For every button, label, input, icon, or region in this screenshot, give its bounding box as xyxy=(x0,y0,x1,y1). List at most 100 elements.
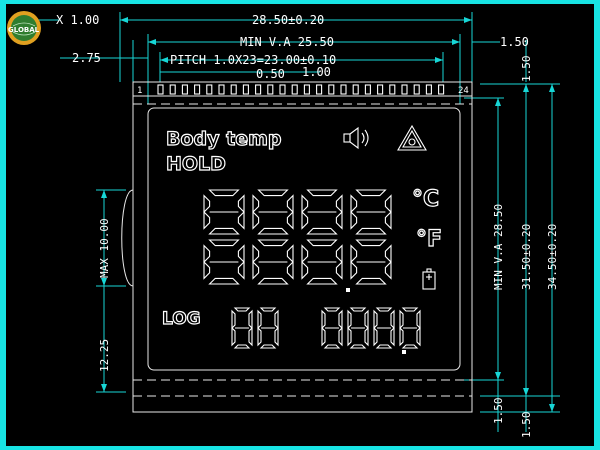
digit-segment xyxy=(355,227,387,235)
digit-segment xyxy=(301,260,309,280)
pin xyxy=(316,84,323,95)
digit-segment xyxy=(306,239,338,247)
dim-left-lower: 12.25 xyxy=(98,339,111,372)
dim-right-view-area: MIN V.A 28.50 xyxy=(492,204,505,290)
pin xyxy=(438,84,445,95)
digit-segment xyxy=(338,309,343,330)
digit-segment xyxy=(208,189,240,197)
digit-segment xyxy=(257,277,289,285)
digit-segment xyxy=(231,326,236,347)
digit-segment xyxy=(203,260,211,280)
digit-segment xyxy=(203,194,211,214)
digit-segment xyxy=(338,326,343,347)
pin xyxy=(267,84,274,95)
pin xyxy=(279,84,286,95)
pin xyxy=(352,84,359,95)
digit-segment xyxy=(259,307,277,312)
digit-segment xyxy=(384,210,392,230)
dim-top-left: X 1.00 xyxy=(56,13,99,27)
digit-segment xyxy=(233,307,251,312)
pin xyxy=(377,84,384,95)
digit-segment xyxy=(399,326,404,347)
pin xyxy=(291,84,298,95)
digit-segment xyxy=(286,210,294,230)
lcd-segments: Body temp HOLD LOG °C °F xyxy=(161,124,443,354)
drawing-canvas: X 1.00 28.50±0.20 MIN V.A 25.50 PITCH 1.… xyxy=(7,11,560,438)
log-label: LOG xyxy=(162,309,201,329)
dim-pin-spacing: 1.00 xyxy=(302,65,331,79)
digit-segment xyxy=(306,227,338,235)
pin xyxy=(218,84,225,95)
digit-segment xyxy=(355,277,387,285)
digit-segment xyxy=(350,194,358,214)
dimension-texts: X 1.00 28.50±0.20 MIN V.A 25.50 PITCH 1.… xyxy=(56,13,559,438)
digit-segment xyxy=(373,326,378,347)
seven-segment-digits xyxy=(203,189,421,354)
dim-pin-width: 0.50 xyxy=(256,67,285,81)
digit-segment xyxy=(208,277,240,285)
dimension-lines xyxy=(18,12,560,432)
digit-segment xyxy=(399,309,404,330)
speaker-icon xyxy=(343,126,369,150)
digit-segment xyxy=(401,344,419,349)
digit-segment xyxy=(248,326,253,347)
digit-segment xyxy=(252,194,260,214)
digit-segment xyxy=(335,260,343,280)
digit-segment xyxy=(364,309,369,330)
digit-segment xyxy=(390,309,395,330)
digit-segment xyxy=(257,227,289,235)
lcd-technical-drawing: X 1.00 28.50±0.20 MIN V.A 25.50 PITCH 1.… xyxy=(6,4,594,446)
digit-segment xyxy=(286,194,294,214)
pin xyxy=(255,84,262,95)
dim-bottom-a: 1.50 xyxy=(492,398,505,425)
digit-segment xyxy=(323,344,341,349)
dim-overall-width: 28.50±0.20 xyxy=(252,13,324,27)
dim-view-area-width: MIN V.A 25.50 xyxy=(240,35,334,49)
digit-segment xyxy=(257,239,289,247)
decimal-point xyxy=(402,350,406,354)
digit-segment xyxy=(355,189,387,197)
digit-segment xyxy=(274,326,279,347)
digit-segment xyxy=(237,210,245,230)
digit-segment xyxy=(203,210,211,230)
digit-segment xyxy=(335,244,343,264)
pin xyxy=(157,84,164,95)
pin xyxy=(242,84,249,95)
digit-segment xyxy=(252,244,260,264)
pin-row xyxy=(157,84,445,95)
pin xyxy=(181,84,188,95)
pin xyxy=(413,84,420,95)
pin xyxy=(340,84,347,95)
digit-segment xyxy=(286,260,294,280)
digit-segment xyxy=(335,210,343,230)
digit-segment xyxy=(233,344,251,349)
digit-segment xyxy=(306,189,338,197)
digit-segment xyxy=(252,210,260,230)
pin xyxy=(194,84,201,95)
digit-segment xyxy=(347,326,352,347)
pin xyxy=(364,84,371,95)
digit-segment xyxy=(237,194,245,214)
body-temp-label: Body temp xyxy=(166,128,282,150)
digit-segment xyxy=(301,244,309,264)
pin xyxy=(206,84,213,95)
digit-segment xyxy=(384,244,392,264)
digit-segment xyxy=(335,194,343,214)
digit-segment xyxy=(373,309,378,330)
pin xyxy=(328,84,335,95)
pin xyxy=(389,84,396,95)
pin-label-last: 24 xyxy=(458,86,469,96)
digit-segment xyxy=(375,307,393,312)
digit-segment xyxy=(384,260,392,280)
digit-segment xyxy=(257,309,262,330)
dimension-arrows xyxy=(101,17,555,412)
hold-label: HOLD xyxy=(166,153,226,175)
digit-segment xyxy=(347,309,352,330)
pin xyxy=(425,84,432,95)
dim-left-upper: MAX 10.00 xyxy=(98,218,111,278)
digit-segment xyxy=(375,344,393,349)
digit-segment xyxy=(349,344,367,349)
fahrenheit-label: °F xyxy=(416,227,442,252)
dim-right-mid: 31.50±0.20 xyxy=(520,224,533,290)
